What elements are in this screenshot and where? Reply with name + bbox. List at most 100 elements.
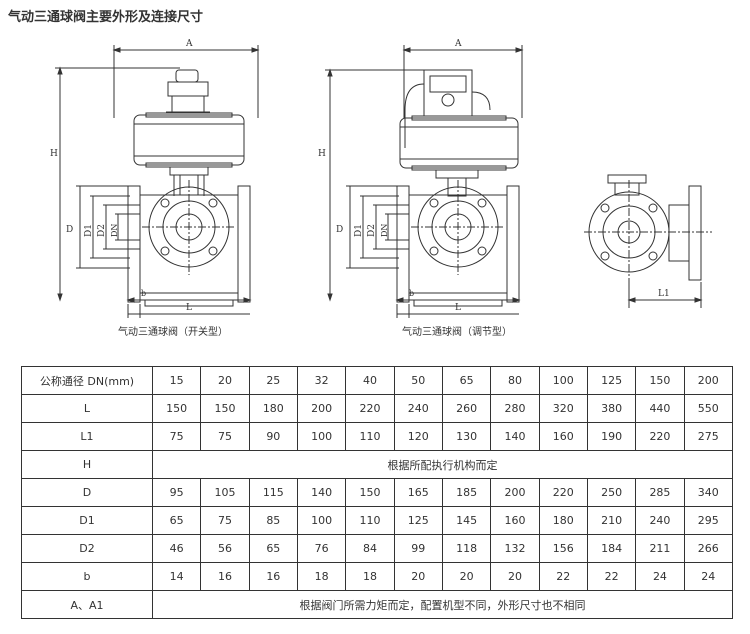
table-cell: 24 <box>683 562 734 591</box>
table-cell: 200 <box>296 394 347 423</box>
page-title: 气动三通球阀主要外形及连接尺寸 <box>8 10 204 25</box>
table-cell: 140 <box>296 478 347 507</box>
table-cell: 150 <box>200 394 250 423</box>
table-cell: 200 <box>683 366 734 395</box>
table-cell: 190 <box>586 422 637 451</box>
table-cell: 150 <box>635 366 685 395</box>
table-cell: 65 <box>441 366 492 395</box>
table-cell: 18 <box>296 562 347 591</box>
table-cell: 380 <box>586 394 637 423</box>
table-cell: 85 <box>248 506 298 535</box>
table-cell: 80 <box>490 366 540 395</box>
table-cell: 100 <box>296 422 347 451</box>
table-cell: 100 <box>538 366 588 395</box>
table-cell: 90 <box>248 422 298 451</box>
table-cell: 75 <box>151 422 202 451</box>
onoff-valve-drawing: A H <box>50 39 260 318</box>
table-cell: 220 <box>538 478 588 507</box>
onoff-valve-caption: 气动三通球阀（开关型） <box>118 327 228 338</box>
table-cell: 84 <box>345 534 395 563</box>
dim-dn-label: DN <box>110 224 119 237</box>
row-label: A、A1 <box>21 590 153 619</box>
table-cell: 75 <box>200 422 250 451</box>
table-cell: 100 <box>296 506 347 535</box>
table-cell: 18 <box>345 562 395 591</box>
table-cell: 160 <box>538 422 588 451</box>
dim-a-label: A <box>185 39 193 49</box>
dim-d1-label: D1 <box>354 224 364 237</box>
table-cell: 210 <box>586 506 637 535</box>
table-cell: 40 <box>345 366 395 395</box>
table-cell: 340 <box>683 478 734 507</box>
table-cell: 185 <box>441 478 492 507</box>
row-label: L <box>21 394 153 423</box>
table-cell: 125 <box>393 506 443 535</box>
table-cell: 110 <box>345 422 395 451</box>
table-cell: 22 <box>538 562 588 591</box>
table-cell: 20 <box>490 562 540 591</box>
dim-d2-label: D2 <box>367 224 377 237</box>
table-cell: 280 <box>490 394 540 423</box>
table-cell: 150 <box>345 478 395 507</box>
table-cell: 25 <box>248 366 298 395</box>
table-cell: 295 <box>683 506 734 535</box>
table-cell: 125 <box>586 366 637 395</box>
modulating-valve-drawing: A H <box>318 39 524 318</box>
table-cell: 550 <box>683 394 734 423</box>
table-cell: 140 <box>490 422 540 451</box>
table-cell: 120 <box>393 422 443 451</box>
table-cell: 220 <box>635 422 685 451</box>
dim-d-label: D <box>66 225 73 235</box>
table-cell: 260 <box>441 394 492 423</box>
table-note-cell: 根据所配执行机构而定 <box>152 450 733 479</box>
table-cell: 132 <box>490 534 540 563</box>
row-label: D2 <box>21 534 153 563</box>
row-label: D <box>21 478 153 507</box>
table-cell: 200 <box>490 478 540 507</box>
table-cell: 16 <box>248 562 298 591</box>
table-cell: 150 <box>151 394 202 423</box>
valve-drawings: A H <box>50 39 712 318</box>
dim-l-label: L <box>186 303 192 313</box>
table-note-cell: 根据阀门所需力矩而定，配置机型不同，外形尺寸也不相同 <box>152 590 733 619</box>
row-label: D1 <box>21 506 153 535</box>
table-cell: 211 <box>635 534 685 563</box>
table-cell: 20 <box>200 366 250 395</box>
table-cell: 115 <box>248 478 298 507</box>
dim-h-label: H <box>318 149 326 159</box>
table-cell: 184 <box>586 534 637 563</box>
dim-a-label: A <box>454 39 462 49</box>
table-cell: 220 <box>345 394 395 423</box>
table-cell: 266 <box>683 534 734 563</box>
dim-d2-label: D2 <box>97 224 107 237</box>
table-cell: 118 <box>441 534 492 563</box>
side-view-drawing: L1 <box>584 174 712 308</box>
row-label: L1 <box>21 422 153 451</box>
table-cell: 22 <box>586 562 637 591</box>
table-cell: 24 <box>635 562 685 591</box>
table-cell: 130 <box>441 422 492 451</box>
table-cell: 105 <box>200 478 250 507</box>
table-cell: 145 <box>441 506 492 535</box>
dim-d-label: D <box>336 225 343 235</box>
table-cell: 250 <box>586 478 637 507</box>
table-cell: 240 <box>393 394 443 423</box>
table-cell: 20 <box>393 562 443 591</box>
table-cell: 15 <box>151 366 202 395</box>
table-cell: 320 <box>538 394 588 423</box>
table-cell: 46 <box>151 534 202 563</box>
table-cell: 65 <box>151 506 202 535</box>
table-cell: 99 <box>393 534 443 563</box>
dim-dn-label: DN <box>380 224 389 237</box>
table-cell: 160 <box>490 506 540 535</box>
table-cell: 50 <box>393 366 443 395</box>
